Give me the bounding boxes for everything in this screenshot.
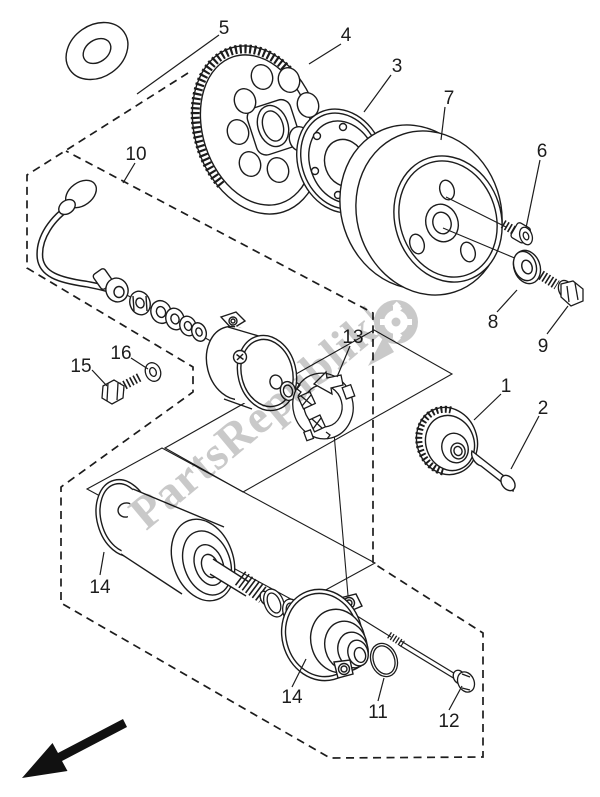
part-bolt-6 [500,220,534,246]
part-label-2: 2 [538,398,549,419]
part-label-13: 13 [342,327,363,348]
part-pin [470,449,516,493]
part-label-1: 1 [501,376,512,397]
watermark-gear-icon [368,300,418,366]
watermark-text: PartsRepublik| [120,296,396,539]
part-number-labels: 5 4 3 7 6 8 9 1 2 10 13 15 16 14 14 11 1… [70,18,548,732]
part-end-cap [205,311,298,412]
part-label-16: 16 [110,343,131,364]
part-label-8: 8 [488,312,499,333]
part-label-5: 5 [219,18,230,39]
rotor-axis-lines [442,196,518,260]
part-washer-5 [65,21,129,81]
part-front-bracket [280,588,369,682]
part-armature [95,478,271,606]
part-idler-gear [415,405,479,476]
part-label-15: 15 [70,356,91,377]
part-bolt-9 [538,270,584,307]
direction-arrow-icon [22,719,127,778]
group-boundary-dashed [26,72,484,759]
part-label-14a: 14 [89,577,111,598]
part-bolt-12 [387,632,476,693]
cable-washers [129,290,208,342]
part-cable-assembly [36,179,208,342]
part-drive-gear [190,44,323,215]
part-brush-plate [292,370,356,442]
part-bolt-15 [101,373,143,405]
part-washer-16 [144,362,162,382]
part-label-14b: 14 [281,687,303,708]
part-oring-11 [369,642,399,678]
part-label-4: 4 [341,25,352,46]
part-label-12: 12 [438,711,459,732]
part-washer-8 [512,249,542,285]
part-label-9: 9 [538,336,549,357]
leader-lines [91,34,569,711]
part-label-10: 10 [125,144,146,165]
part-label-7: 7 [444,88,455,109]
part-label-3: 3 [392,56,403,77]
part-label-11: 11 [368,702,388,723]
part-rotor [339,124,503,296]
part-label-6: 6 [537,141,548,162]
